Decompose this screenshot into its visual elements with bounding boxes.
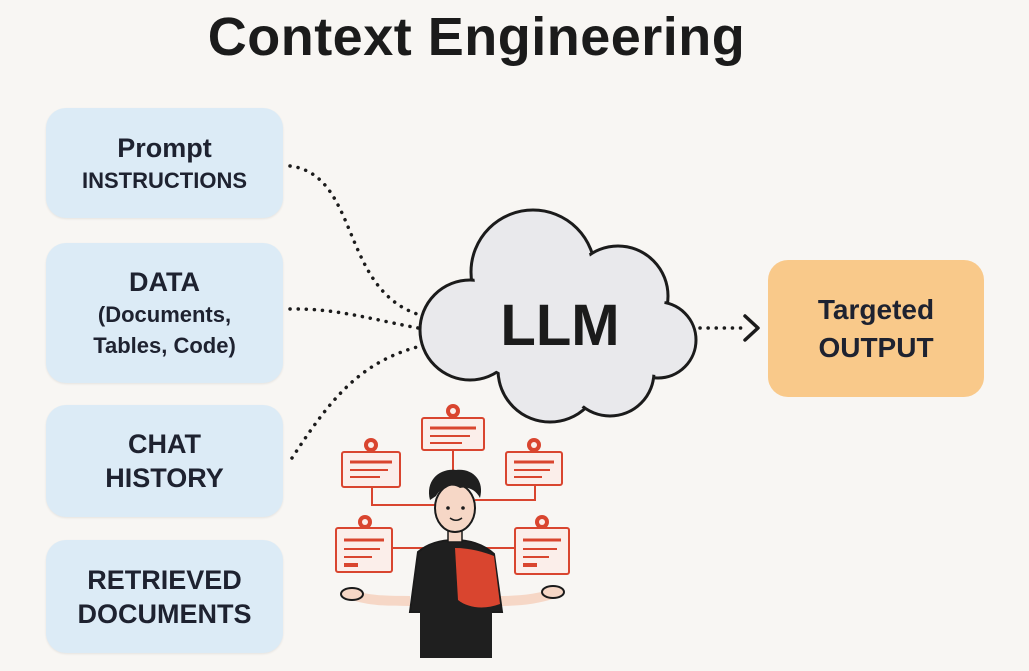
arrow-right-icon: [743, 314, 760, 342]
card-link-left: [371, 488, 440, 506]
data-box-line2: (Documents,: [97, 302, 232, 327]
cloud-icon: [418, 208, 698, 424]
output-box-line2: OUTPUT: [818, 331, 934, 363]
targeted-output-box: Targeted OUTPUT: [768, 260, 984, 397]
connector-prompt: [288, 164, 422, 317]
chat-history-box: CHAT HISTORY: [46, 405, 283, 517]
retrieved-documents-box: RETRIEVED DOCUMENTS: [46, 540, 283, 653]
retrieved-box-line2: DOCUMENTS: [77, 598, 252, 629]
data-box-line1: DATA: [129, 267, 200, 297]
llm-label: LLM: [500, 293, 620, 358]
chat-box-line2: HISTORY: [105, 463, 224, 493]
context-card-icon: [335, 404, 570, 575]
connector-data: [288, 307, 432, 332]
diagram-title: Context Engineering: [207, 7, 746, 67]
retrieved-box-line1: RETRIEVED: [87, 564, 242, 595]
connector-chat: [290, 343, 427, 460]
card-link-right: [475, 485, 536, 501]
prompt-instructions-box: Prompt INSTRUCTIONS: [46, 108, 283, 218]
data-box-line3: Tables, Code): [93, 333, 236, 358]
output-box-line1: Targeted: [817, 293, 935, 325]
prompt-box-line1: Prompt: [117, 132, 212, 163]
chat-box-line1: CHAT: [128, 429, 201, 459]
data-box: DATA (Documents, Tables, Code): [46, 243, 283, 383]
prompt-box-line2: INSTRUCTIONS: [82, 167, 247, 193]
person-illustration: [340, 469, 565, 658]
